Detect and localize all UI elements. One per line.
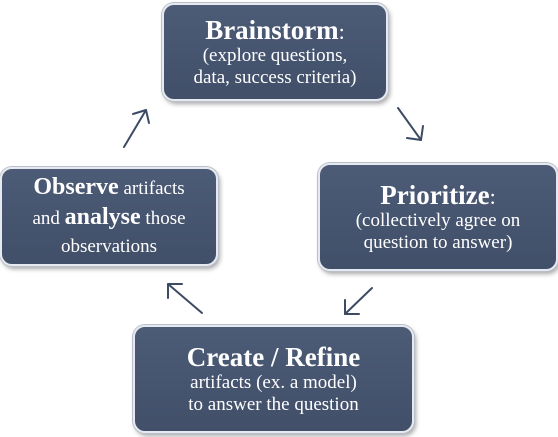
brainstorm-line-2: data, success criteria) bbox=[193, 67, 357, 88]
brainstorm-heading: Brainstorm: bbox=[205, 15, 345, 45]
observe-line-2: and analyse those bbox=[32, 203, 185, 233]
brainstorm-colon: : bbox=[338, 19, 345, 44]
analyse-word: analyse bbox=[64, 203, 141, 230]
create-refine-box: Create / Refine artifacts (ex. a model) … bbox=[133, 325, 414, 433]
observe-text-2: and bbox=[32, 207, 65, 229]
create-refine-line-1: artifacts (ex. a model) bbox=[190, 372, 357, 393]
arrow-observe-to-brainstorm bbox=[123, 109, 150, 148]
prioritize-heading: Prioritize: bbox=[380, 180, 496, 210]
brainstorm-title: Brainstorm bbox=[205, 15, 339, 45]
create-refine-line-2: to answer the question bbox=[188, 394, 359, 415]
prioritize-line-1: (collectively agree on bbox=[355, 210, 521, 231]
create-refine-title: Create / Refine bbox=[186, 342, 361, 372]
arrow-create-to-observe bbox=[167, 283, 203, 314]
observe-text-3: those bbox=[140, 207, 186, 229]
arrow-prioritize-to-create bbox=[344, 287, 373, 315]
observe-text-1: artifacts bbox=[118, 177, 185, 199]
observe-line-1: Observe artifacts bbox=[33, 173, 184, 203]
prioritize-colon: : bbox=[489, 184, 496, 209]
prioritize-line-2: question to answer) bbox=[363, 232, 513, 253]
brainstorm-box: Brainstorm: (explore questions, data, su… bbox=[162, 3, 388, 101]
observe-word: Observe bbox=[33, 173, 119, 200]
prioritize-box: Prioritize: (collectively agree on quest… bbox=[318, 163, 558, 271]
arrow-brainstorm-to-prioritize bbox=[397, 107, 424, 141]
brainstorm-line-1: (explore questions, bbox=[202, 45, 348, 66]
observe-line-3: observations bbox=[60, 235, 158, 257]
prioritize-title: Prioritize bbox=[380, 180, 490, 210]
observe-analyse-box: Observe artifacts and analyse those obse… bbox=[0, 167, 218, 266]
